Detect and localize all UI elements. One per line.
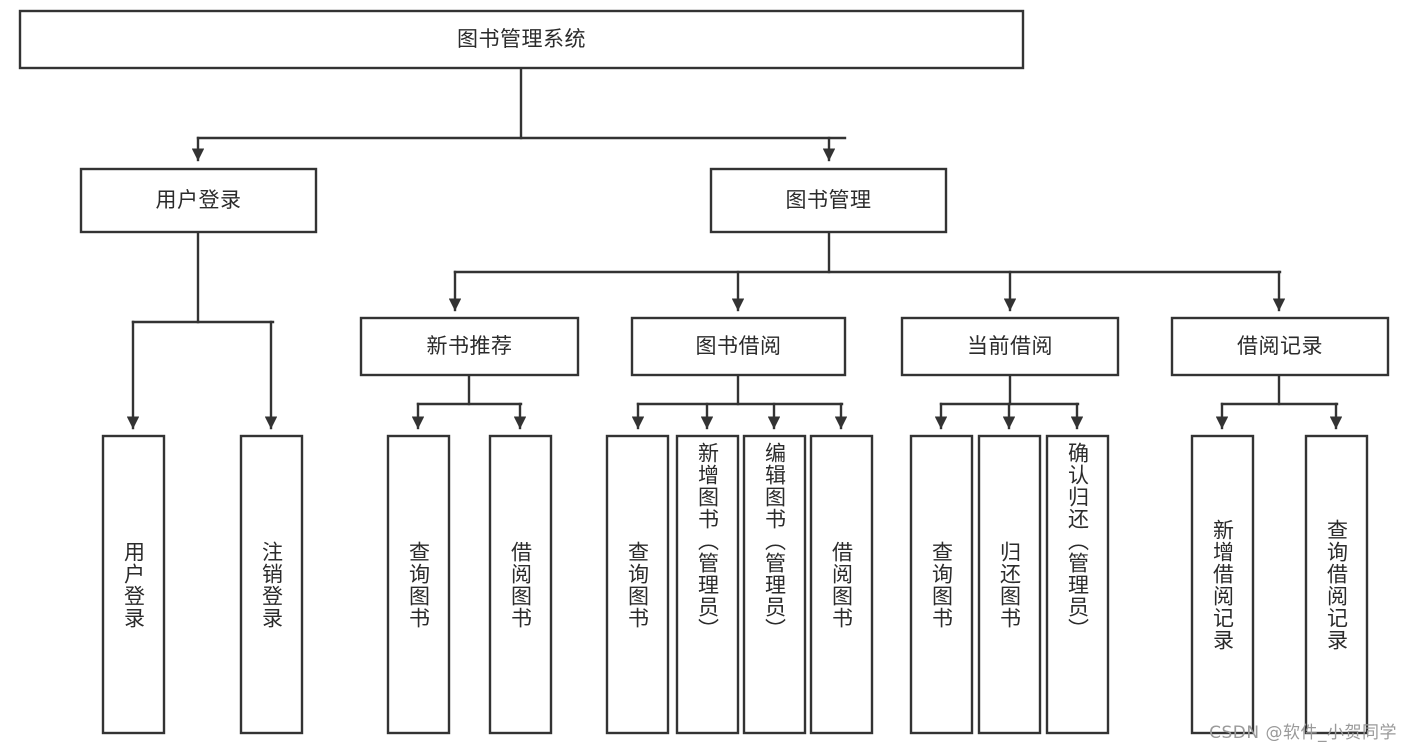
node-box-leaf-book-borrow-1[interactable] bbox=[675, 434, 740, 735]
connector-book-borrow-to-leaves bbox=[631, 373, 848, 430]
node-box-leaf-user-login-1[interactable] bbox=[239, 434, 304, 735]
node-box-leaf-book-borrow-2[interactable] bbox=[742, 434, 807, 735]
connector-borrow-record-to-leaves bbox=[1215, 373, 1343, 430]
node-box-leaf-current-borrow-0[interactable] bbox=[909, 434, 974, 735]
node-box-borrow-record[interactable] bbox=[1170, 316, 1390, 377]
connector-book-manage-to-level3 bbox=[448, 230, 1286, 312]
node-box-leaf-borrow-record-0[interactable] bbox=[1190, 434, 1255, 735]
connector-new-book-to-leaves bbox=[411, 373, 527, 430]
node-box-new-book-recommend[interactable] bbox=[359, 316, 580, 377]
node-box-leaf-current-borrow-1[interactable] bbox=[977, 434, 1042, 735]
node-box-leaf-borrow-record-1[interactable] bbox=[1304, 434, 1369, 735]
node-box-leaf-book-borrow-3[interactable] bbox=[809, 434, 874, 735]
node-box-book-manage[interactable] bbox=[709, 167, 948, 234]
node-box-root[interactable] bbox=[18, 9, 1025, 70]
node-box-current-borrow[interactable] bbox=[900, 316, 1120, 377]
node-box-leaf-book-borrow-0[interactable] bbox=[605, 434, 670, 735]
connector-root-to-level2 bbox=[191, 66, 847, 162]
connector-user-login-to-leaves bbox=[126, 230, 278, 430]
node-box-leaf-user-login-0[interactable] bbox=[101, 434, 166, 735]
watermark-text: CSDN @软件_小贺同学 bbox=[1209, 723, 1397, 743]
node-box-leaf-new-book-0[interactable] bbox=[386, 434, 451, 735]
node-box-leaf-current-borrow-2[interactable] bbox=[1045, 434, 1110, 735]
node-box-user-login[interactable] bbox=[79, 167, 318, 234]
node-box-leaf-new-book-1[interactable] bbox=[488, 434, 553, 735]
node-box-book-borrow[interactable] bbox=[630, 316, 847, 377]
connector-current-borrow-to-leaves bbox=[934, 373, 1084, 430]
